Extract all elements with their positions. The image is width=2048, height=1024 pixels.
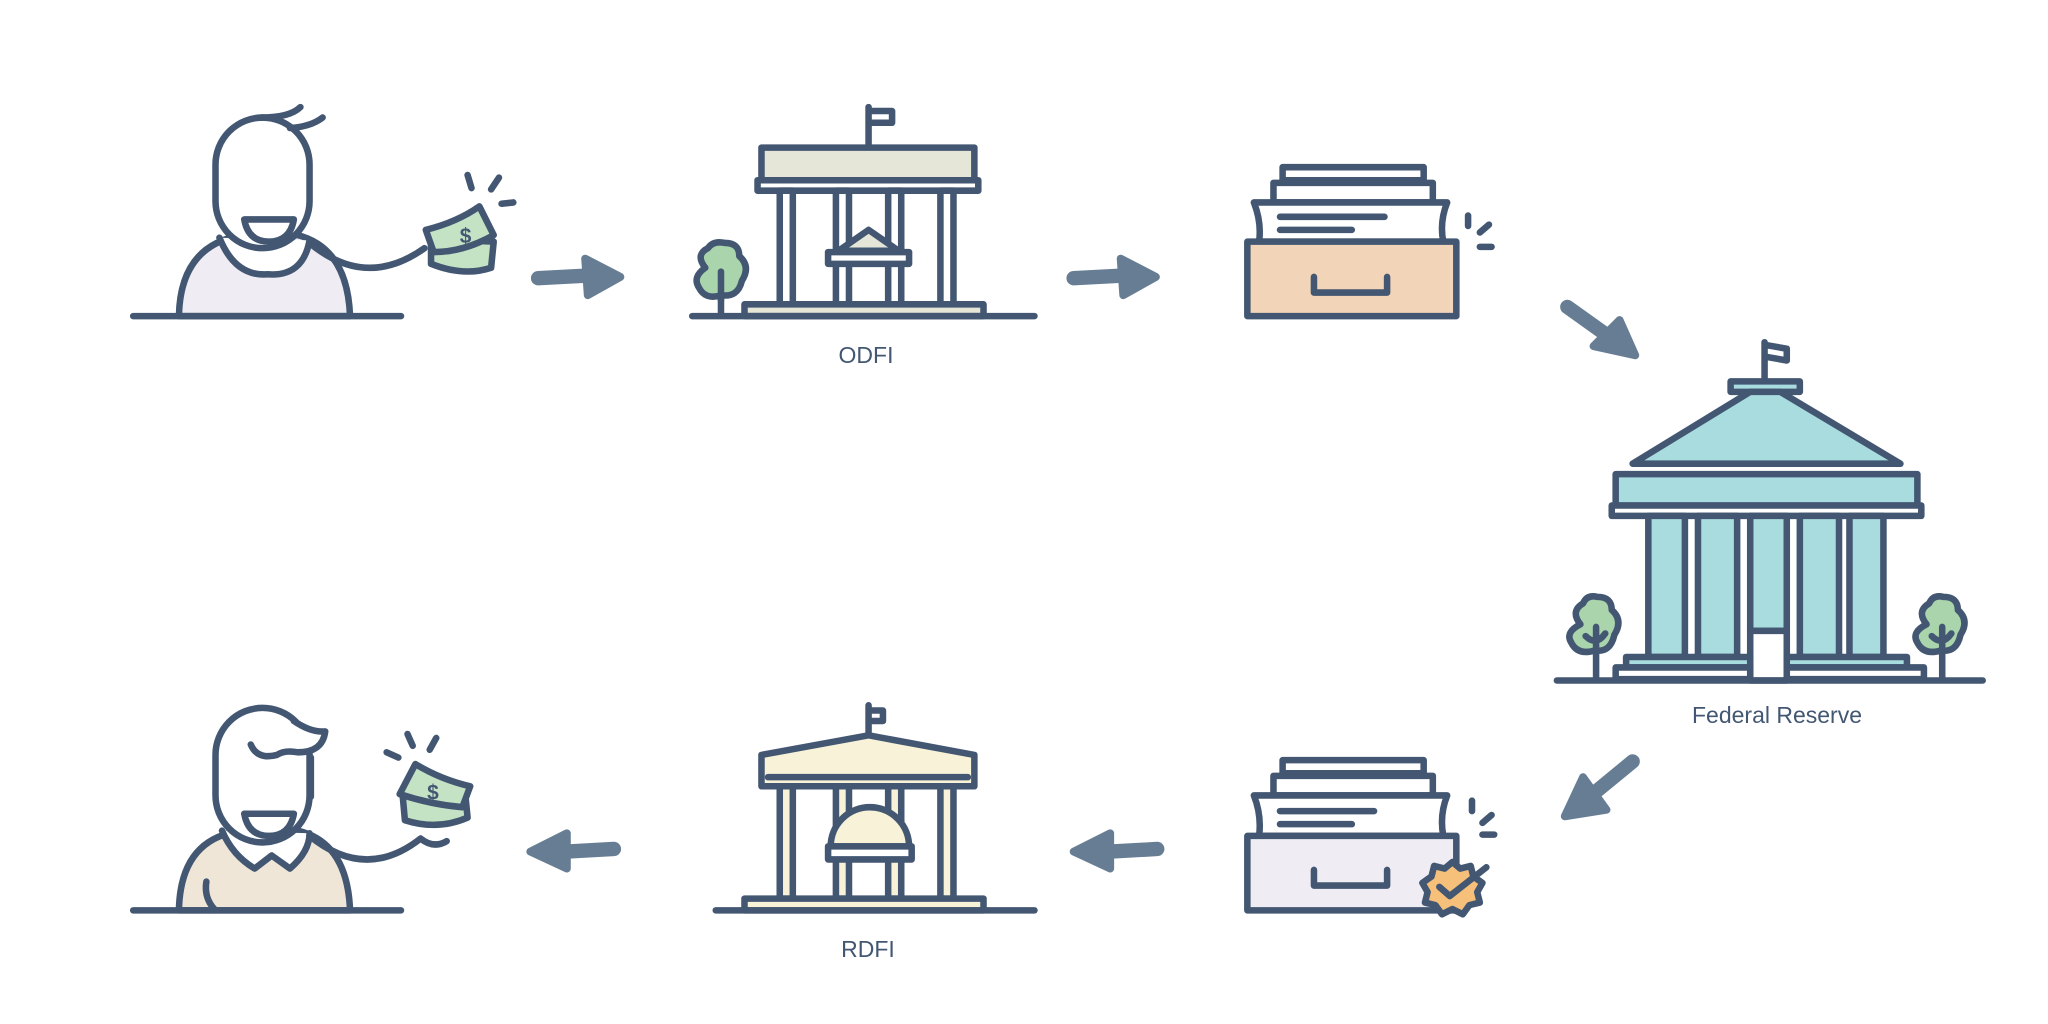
receiver-arm — [306, 832, 450, 863]
sparkle-lines — [1464, 212, 1495, 251]
arrow-left-icon — [526, 829, 622, 873]
rdfi-bank-icon — [712, 702, 1038, 914]
rdfi-label: RDFI — [841, 936, 895, 962]
arrow-down-left-icon — [1560, 754, 1640, 821]
tree-icon — [1566, 593, 1622, 682]
ach-file-drawer-icon — [1244, 163, 1495, 320]
dollar-sign: $ — [427, 781, 439, 804]
dome — [827, 803, 913, 850]
approved-badge-icon — [1419, 858, 1490, 918]
sparkle-lines — [383, 730, 440, 761]
sender-person-icon: $ — [129, 103, 517, 320]
tree-icon — [1912, 593, 1968, 682]
sparkle-lines — [464, 171, 517, 208]
money-icon: $ — [383, 730, 474, 829]
arrow-right-icon — [1066, 254, 1160, 300]
receiver-mouth — [240, 810, 298, 840]
odfi-bank-icon — [688, 103, 1038, 320]
federal-reserve-building-icon — [1553, 338, 1986, 684]
odfi-label: ODFI — [838, 342, 894, 368]
checkmark-icon — [1436, 863, 1490, 900]
flag-icon — [865, 103, 896, 150]
sparkle-lines — [1468, 797, 1498, 838]
arrow-right-icon — [530, 254, 625, 300]
flag-icon — [1761, 338, 1791, 385]
approved-file-drawer-icon — [1244, 756, 1498, 918]
dollar-sign: $ — [460, 225, 472, 248]
receiver-hair — [247, 717, 329, 760]
receiver-person-icon: $ — [129, 704, 474, 914]
arrow-left-icon — [1069, 829, 1165, 873]
arrow-down-right-icon — [1560, 299, 1640, 360]
sender-hair — [257, 103, 326, 132]
tree-icon — [693, 239, 750, 317]
sender-arm — [306, 239, 428, 272]
sender-mouth — [240, 216, 298, 245]
federal-reserve-label: Federal Reserve — [1691, 702, 1863, 728]
door — [1746, 627, 1791, 684]
money-icon: $ — [422, 171, 517, 275]
